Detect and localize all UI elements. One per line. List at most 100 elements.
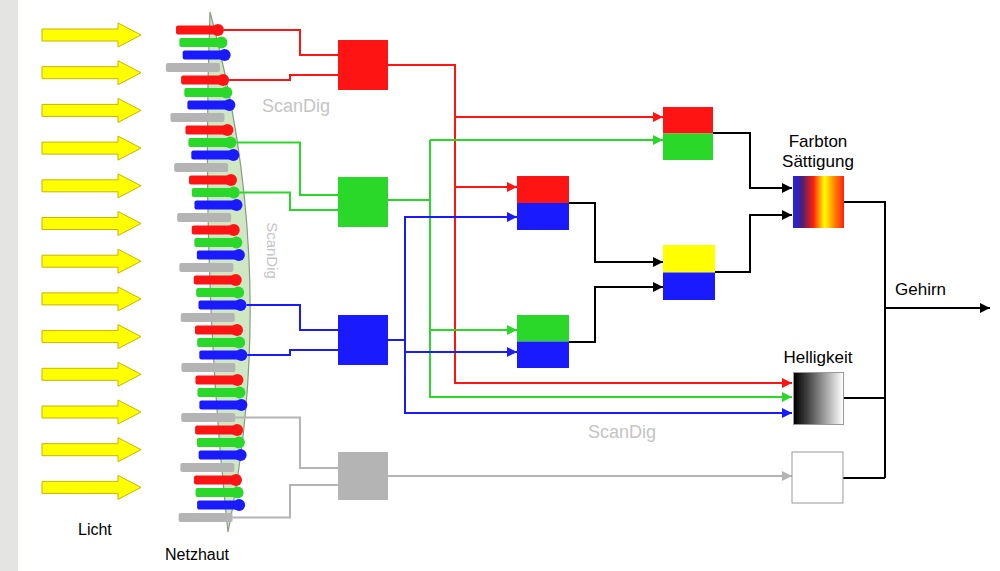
receptor-bar <box>195 426 237 435</box>
color-box <box>517 315 569 342</box>
output-node: Farbton Sättigung <box>757 132 879 228</box>
receptor-bar <box>195 326 237 335</box>
cone-head <box>233 499 245 511</box>
receptor-bar <box>196 288 238 297</box>
receptor-bar <box>199 351 241 360</box>
light-arrow <box>42 249 141 273</box>
signal-wire <box>430 329 517 331</box>
receptor-bar <box>192 226 234 235</box>
color-box <box>663 107 713 134</box>
receptor-bar <box>181 413 235 422</box>
wires <box>224 30 990 518</box>
signal-wire <box>240 193 338 211</box>
signal-wire <box>405 351 517 353</box>
receptor-bar <box>197 388 239 397</box>
color-box <box>663 245 715 273</box>
cone-head <box>235 349 247 361</box>
light-arrow <box>42 400 141 424</box>
receptor-bar <box>198 301 240 310</box>
node-heading: Helligkeit <box>757 348 879 368</box>
receptor-bar <box>174 163 228 172</box>
receptor-bar <box>185 126 227 135</box>
color-box <box>338 177 388 227</box>
cone-head <box>215 37 227 49</box>
watermark: ScanDig <box>263 222 280 279</box>
signal-wire <box>388 475 792 477</box>
output-node: Helligkeit <box>757 348 879 425</box>
cone-head <box>212 24 224 36</box>
cone-head <box>221 124 233 136</box>
signal-wire <box>843 397 885 399</box>
signal-wire <box>569 287 663 342</box>
receptor-bar <box>183 51 225 60</box>
signal-wire <box>247 350 338 355</box>
signal-wire <box>235 418 338 469</box>
cone-head <box>230 474 242 486</box>
receptor-bar <box>197 338 239 347</box>
cone-head <box>232 287 244 299</box>
receptor-bar <box>177 213 231 222</box>
color-box <box>517 342 569 369</box>
signal-wire <box>388 340 792 413</box>
light-arrow <box>42 23 141 47</box>
watermark: ScanDig <box>588 422 656 443</box>
input-label: Licht <box>78 521 112 539</box>
receptor-bar <box>194 238 236 247</box>
light-arrow <box>42 438 141 462</box>
receptor-bar <box>199 451 241 460</box>
light-arrows <box>42 23 141 499</box>
cone-head <box>233 437 245 449</box>
cone-head <box>217 74 229 86</box>
cone-head <box>234 299 246 311</box>
cone-head <box>233 249 245 261</box>
receptor-bar <box>181 363 235 372</box>
cone-head <box>231 374 243 386</box>
cone-head <box>231 324 243 336</box>
signal-wire <box>455 116 663 118</box>
light-arrow <box>42 325 141 349</box>
signal-wire <box>246 305 338 330</box>
signal-wire <box>455 186 517 188</box>
receptor-bar <box>197 501 239 510</box>
node-heading: Farbton Sättigung <box>757 132 879 172</box>
receptor-bar <box>176 26 218 35</box>
signal-wire <box>236 143 338 196</box>
cone-head <box>230 237 242 249</box>
panel <box>18 0 1000 571</box>
signal-wire <box>569 203 663 262</box>
color-box <box>338 40 388 90</box>
retina-label: Netzhaut <box>165 546 229 564</box>
cone-head <box>225 174 237 186</box>
cone-head <box>235 399 247 411</box>
cone-head <box>233 337 245 349</box>
receptor-bar <box>197 251 239 260</box>
light-arrow <box>42 98 141 122</box>
cone-head <box>230 199 242 211</box>
cone-head <box>220 87 232 99</box>
color-box <box>517 203 569 230</box>
output-label: Gehirn <box>895 280 946 300</box>
receptor-bar <box>179 263 233 272</box>
receptor-bar <box>199 401 241 410</box>
signal-wire <box>885 307 990 309</box>
cone-head <box>223 99 235 111</box>
color-box <box>663 273 715 301</box>
cone-head <box>224 137 236 149</box>
cone-head <box>219 49 231 61</box>
receptor-bar <box>189 176 231 185</box>
cone-head <box>231 424 243 436</box>
receptor-bar <box>170 113 224 122</box>
receptor-bar <box>194 476 236 485</box>
light-arrow <box>42 174 141 198</box>
receptors <box>166 24 247 522</box>
light-arrow <box>42 61 141 85</box>
color-box <box>663 134 713 161</box>
white-box <box>792 452 843 503</box>
receptor-bar <box>197 438 239 447</box>
receptor-bar <box>195 376 237 385</box>
receptor-bar <box>180 463 234 472</box>
receptor-bar <box>166 63 220 72</box>
